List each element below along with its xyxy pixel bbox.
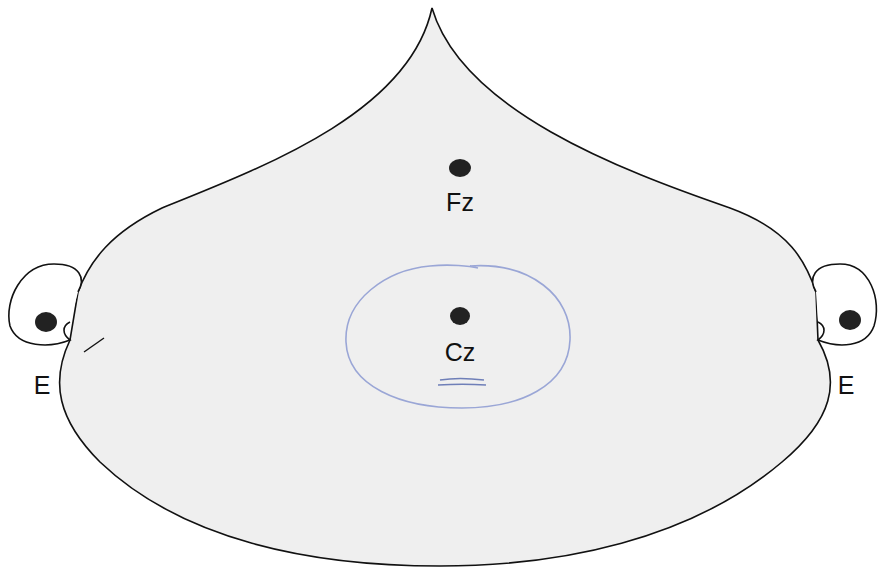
electrode-dot — [450, 307, 470, 325]
tick-mark — [84, 338, 104, 352]
electrode-dot — [839, 310, 861, 330]
hand-drawn-underline — [438, 379, 486, 386]
hand-drawn-circle — [346, 265, 570, 408]
electrode-dot — [449, 159, 471, 177]
electrode-label: E — [838, 373, 855, 398]
head-outline — [60, 8, 831, 566]
electrode-label: Cz — [445, 340, 476, 365]
electrode-label: Fz — [446, 190, 474, 215]
electrode-dot — [35, 312, 57, 332]
left-ear — [9, 264, 81, 345]
electrode-label: E — [34, 373, 51, 398]
right-ear — [813, 264, 877, 345]
